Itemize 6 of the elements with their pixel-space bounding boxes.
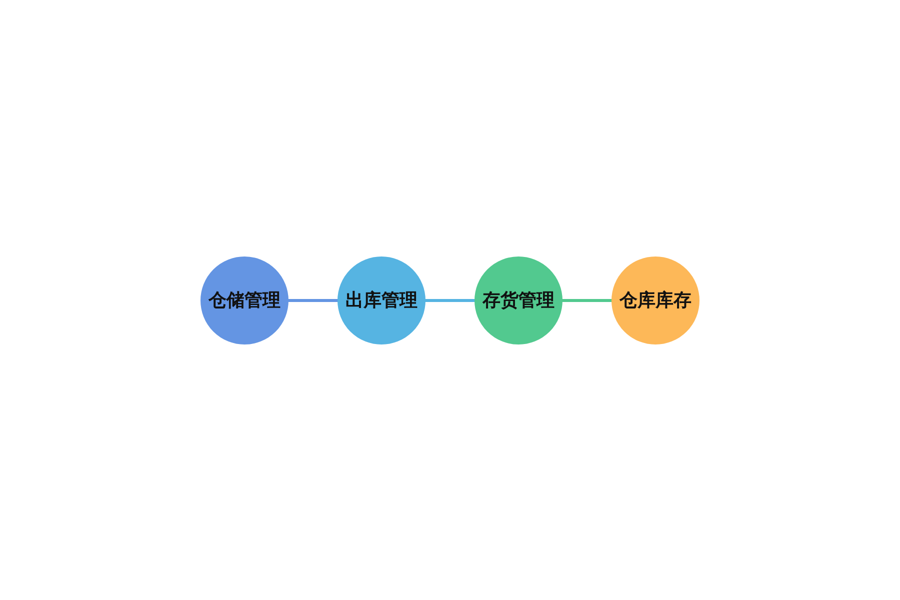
connector [562, 298, 612, 302]
node-circle: 出库管理 [338, 256, 426, 344]
connector [425, 298, 475, 302]
node-circle: 仓库库存 [612, 256, 700, 344]
connector [288, 298, 338, 302]
node-circle: 仓储管理 [200, 256, 288, 344]
